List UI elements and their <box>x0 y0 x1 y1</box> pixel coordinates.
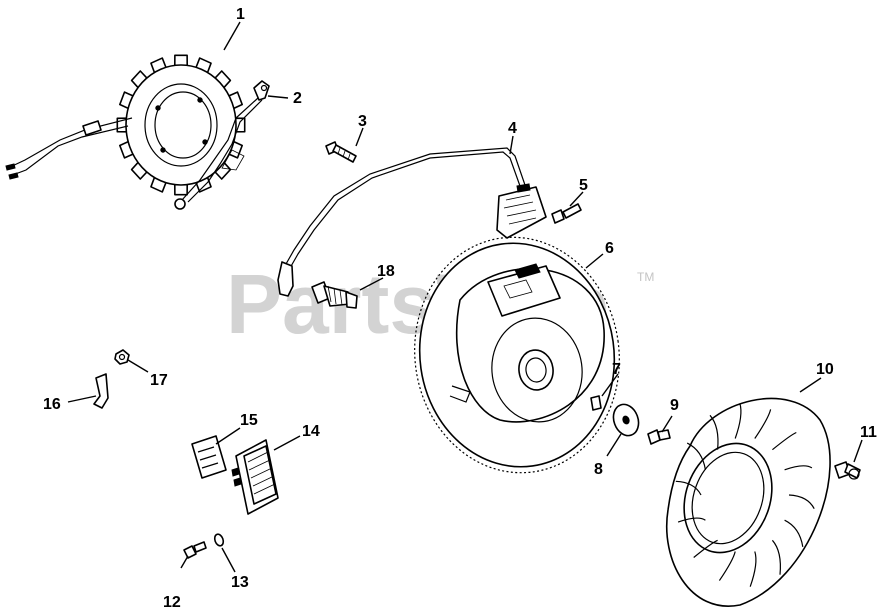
callout-5: 5 <box>579 177 588 194</box>
callout-10: 10 <box>816 361 834 378</box>
ignition-module-part[interactable] <box>277 147 547 297</box>
screw-9-part[interactable] <box>647 429 671 445</box>
callout-15: 15 <box>240 412 258 429</box>
connector-part[interactable] <box>191 435 227 479</box>
key-7-part[interactable] <box>590 395 602 411</box>
stator-part[interactable] <box>5 54 246 196</box>
callout-labels: 1 2 3 4 5 6 7 8 9 10 11 12 13 14 15 16 1… <box>43 6 877 611</box>
screw-5-part[interactable] <box>551 203 582 224</box>
watermark-trademark: TM <box>637 270 654 284</box>
flywheel-part[interactable] <box>400 224 635 486</box>
callout-11: 11 <box>860 424 877 441</box>
ground-lead-part[interactable] <box>174 80 270 210</box>
screw-3-part[interactable] <box>325 141 357 163</box>
callout-16: 16 <box>43 396 61 413</box>
callout-6: 6 <box>605 240 614 257</box>
callout-13: 13 <box>231 574 249 591</box>
spark-plug-part[interactable] <box>311 281 358 309</box>
callout-1: 1 <box>236 6 245 23</box>
callout-7: 7 <box>612 361 621 378</box>
callout-17: 17 <box>150 372 168 389</box>
callout-12: 12 <box>163 594 181 611</box>
callout-14: 14 <box>302 423 320 440</box>
callout-3: 3 <box>358 113 367 130</box>
leader-lines <box>67 21 863 573</box>
washer-13-part[interactable] <box>213 533 225 547</box>
callout-18: 18 <box>377 263 395 280</box>
fan-part[interactable] <box>666 397 831 607</box>
nut-part[interactable] <box>114 349 130 365</box>
rectifier-regulator-part[interactable] <box>231 439 279 515</box>
callout-9: 9 <box>670 397 679 414</box>
callout-2: 2 <box>293 90 302 107</box>
screw-12-part[interactable] <box>183 541 207 559</box>
callout-4: 4 <box>508 120 517 137</box>
washer-8-part[interactable] <box>609 401 642 439</box>
screw-11-part[interactable] <box>834 461 861 480</box>
callout-8: 8 <box>594 461 603 478</box>
clip-part[interactable] <box>93 373 109 409</box>
